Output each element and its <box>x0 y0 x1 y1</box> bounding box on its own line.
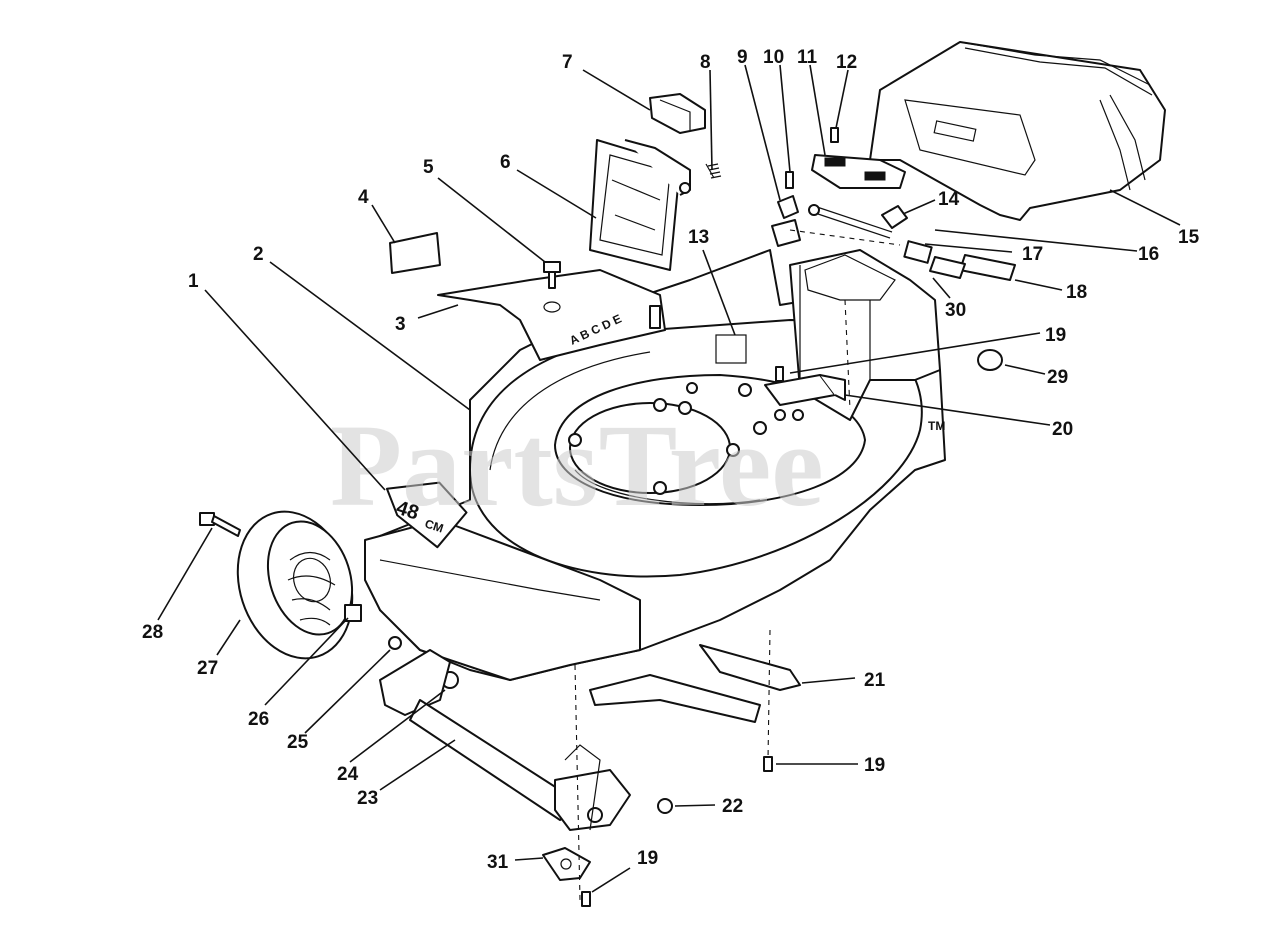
callout-6: 6 <box>500 152 511 173</box>
part-25 <box>388 636 402 650</box>
callout-8: 8 <box>700 52 711 73</box>
callout-25: 25 <box>287 732 309 753</box>
callout-23: 23 <box>357 788 378 809</box>
part-29 <box>977 349 1003 371</box>
part-5 <box>543 261 561 289</box>
part-4 <box>389 232 441 274</box>
part-26 <box>344 604 362 622</box>
part-18 <box>959 254 1016 281</box>
part-22 <box>657 798 673 814</box>
callout-27: 27 <box>197 658 218 679</box>
callout-1: 1 <box>188 271 199 292</box>
front-wheel <box>236 510 354 660</box>
height-adjust-plate: A B C D E <box>437 269 666 361</box>
callout-31: 31 <box>487 852 509 873</box>
callout-24: 24 <box>337 764 359 785</box>
part-14 <box>881 205 908 229</box>
part-21 <box>589 644 801 723</box>
chute-door <box>589 139 691 271</box>
leader-lines <box>157 64 1181 893</box>
callout-2: 2 <box>253 244 264 265</box>
callout-16: 16 <box>1138 244 1159 265</box>
part-9 <box>777 195 799 219</box>
callout-18: 18 <box>1066 282 1087 303</box>
callout-19-upper: 19 <box>1045 325 1066 346</box>
part-7 <box>649 93 706 134</box>
callout-21: 21 <box>864 670 886 691</box>
part-30 <box>929 256 966 279</box>
rear-bag-cover <box>869 41 1166 221</box>
mower-deck <box>364 249 946 681</box>
part-17 <box>903 240 933 264</box>
part-28 <box>199 512 241 537</box>
part-16 <box>811 211 891 239</box>
deck-size-unit: CM <box>423 517 445 536</box>
callout-29: 29 <box>1047 367 1068 388</box>
callout-7: 7 <box>562 52 573 73</box>
callout-19-middle: 19 <box>864 755 885 776</box>
part-20 <box>764 374 846 406</box>
callout-5: 5 <box>423 157 434 178</box>
callout-22: 22 <box>722 796 743 817</box>
callout-numbers: 1 2 3 4 5 6 7 8 9 10 11 12 13 14 15 16 1… <box>142 47 1200 873</box>
callout-17: 17 <box>1022 244 1043 265</box>
callout-30: 30 <box>945 300 966 321</box>
callout-12: 12 <box>836 52 857 73</box>
callout-9: 9 <box>737 47 748 68</box>
callout-19-bottom: 19 <box>637 848 658 869</box>
callout-28: 28 <box>142 622 163 643</box>
callout-3: 3 <box>395 314 406 335</box>
watermark: PartsTree <box>330 400 824 531</box>
callout-15: 15 <box>1178 227 1200 248</box>
part-12 <box>830 127 839 143</box>
callout-13: 13 <box>688 227 709 248</box>
callout-11: 11 <box>797 47 818 68</box>
callout-4: 4 <box>358 187 369 208</box>
callout-20: 20 <box>1052 419 1073 440</box>
part-10 <box>785 171 794 189</box>
callout-26: 26 <box>248 709 269 730</box>
trademark: TM <box>928 419 945 433</box>
part-8 <box>705 163 722 179</box>
callout-14: 14 <box>938 189 960 210</box>
callout-10: 10 <box>763 47 784 68</box>
part-31 <box>542 847 591 881</box>
